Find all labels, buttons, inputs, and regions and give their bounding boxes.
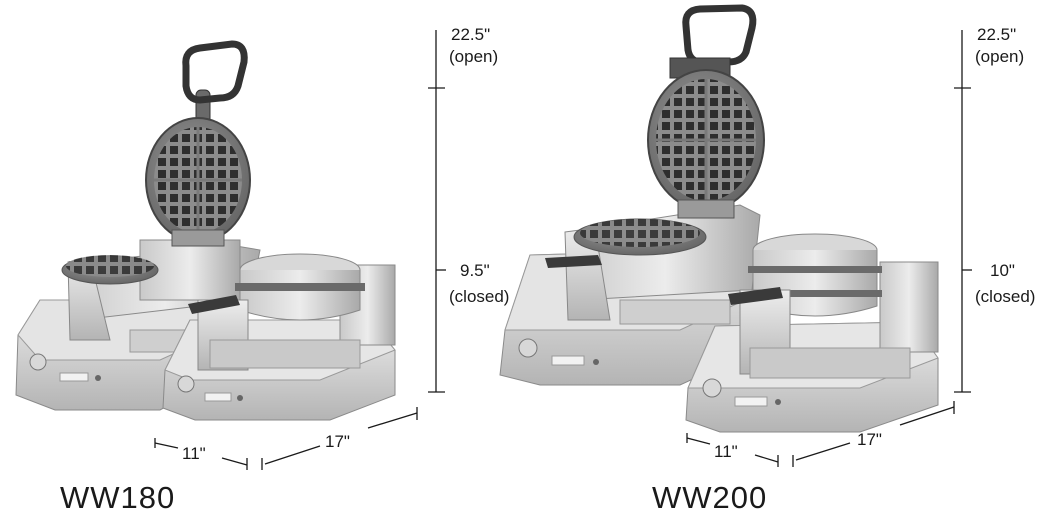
ww200-rear-badge	[551, 355, 585, 366]
ww180-lid-handle-icon	[182, 40, 248, 104]
ww200-front-unit	[685, 233, 939, 433]
ww200-open-lid	[647, 4, 765, 219]
ww200-height-open: 22.5"	[977, 25, 1016, 44]
product-ww180	[15, 40, 396, 421]
ww180-height-closed: 9.5"	[460, 261, 490, 280]
ww180-open-label: (open)	[449, 47, 498, 66]
ww200-rear-dial-icon	[518, 338, 538, 358]
ww180-width: 11"	[182, 444, 206, 463]
ww200-lid-handle-icon	[682, 4, 757, 66]
ww200-rear-unit	[499, 204, 761, 386]
ww200-height-dimension: 22.5" (open) 10" (closed)	[954, 25, 1035, 393]
ww200-width: 11"	[714, 442, 738, 461]
ww200-front-dial-icon	[702, 378, 722, 398]
ww180-open-lid	[145, 40, 251, 247]
ww180-height-open: 22.5"	[451, 25, 490, 44]
ww200-depth: 17"	[857, 430, 882, 449]
ww180-rear-dial-icon	[29, 353, 47, 371]
ww180-depth: 17"	[325, 432, 350, 451]
ww200-front-badge	[734, 396, 768, 407]
ww180-rear-unit	[15, 239, 261, 411]
ww180-model-name: WW180	[60, 480, 175, 515]
ww200-closed-label: (closed)	[975, 287, 1035, 306]
ww180-footprint-dimension: 11" 17"	[154, 407, 418, 470]
product-ww200	[499, 4, 939, 433]
ww180-front-dial-icon	[177, 375, 195, 393]
ww180-front-unit	[162, 253, 396, 421]
ww180-front-handle-icon	[188, 295, 240, 314]
ww200-footprint-dimension: 11" 17"	[686, 401, 955, 467]
ww200-open-label: (open)	[975, 47, 1024, 66]
ww200-front-handle-icon	[728, 287, 783, 305]
ww180-front-badge	[204, 392, 232, 402]
ww200-rear-handle-icon	[545, 255, 602, 268]
ww200-height-closed: 10"	[990, 261, 1015, 280]
ww180-rear-badge	[59, 372, 89, 382]
ww200-model-name: WW200	[652, 480, 767, 515]
ww180-height-dimension: 22.5" (open) 9.5" (closed)	[428, 25, 509, 393]
ww180-closed-label: (closed)	[449, 287, 509, 306]
